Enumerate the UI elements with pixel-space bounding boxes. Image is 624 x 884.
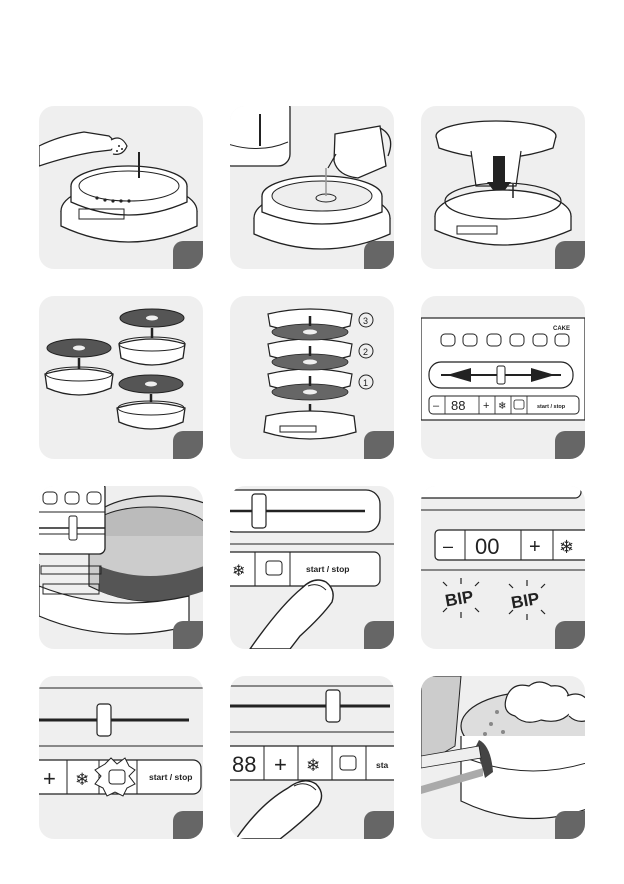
program-slider xyxy=(97,704,111,736)
snowflake-icon: ❄ xyxy=(232,563,245,580)
step-badge xyxy=(173,621,203,649)
tier-label-2: 2 xyxy=(363,347,368,357)
snowflake-icon: ❄ xyxy=(306,756,320,775)
start-stop-label-partial: sta xyxy=(376,760,389,770)
step-badge xyxy=(364,241,394,269)
panel-5-stack-baskets: 3 2 1 xyxy=(230,296,394,459)
panel-7-select-program xyxy=(39,486,203,649)
minus-button-label: – xyxy=(443,536,453,556)
time-display: 00 xyxy=(475,534,499,559)
step-badge xyxy=(173,241,203,269)
panel-3-place-bowl xyxy=(421,106,585,269)
beep-text-2: BIP xyxy=(510,589,541,613)
plus-button-label: + xyxy=(274,752,287,777)
panel-6-control-panel: CAKE – 88 + ❄ start / stop xyxy=(421,296,585,459)
time-display: 88 xyxy=(451,398,465,413)
step-badge xyxy=(555,811,585,839)
snowflake-icon: ❄ xyxy=(75,770,89,789)
program-slider xyxy=(497,366,505,384)
step-badge xyxy=(555,431,585,459)
panel-4-baskets-grids xyxy=(39,296,203,459)
start-stop-label: start / stop xyxy=(306,564,349,574)
panel-2-pour-water xyxy=(230,106,394,269)
program-slider xyxy=(69,516,77,540)
tier-label-3: 3 xyxy=(363,316,368,326)
cake-label: CAKE xyxy=(553,326,570,332)
plus-button-label: + xyxy=(483,400,489,412)
time-display: 88 xyxy=(232,752,256,777)
step-badge xyxy=(173,811,203,839)
minus-button-label: – xyxy=(433,400,440,412)
step-badge xyxy=(364,431,394,459)
beep-text-1: BIP xyxy=(444,587,475,611)
snowflake-icon: ❄ xyxy=(498,401,506,412)
plus-button-label: + xyxy=(43,766,56,791)
snowflake-icon: ❄ xyxy=(559,537,574,557)
plus-button-label: + xyxy=(529,536,541,558)
step-badge xyxy=(364,811,394,839)
panel-1-fill-rice xyxy=(39,106,203,269)
step-badge xyxy=(173,431,203,459)
panel-11-press-snowflake: 88 + ❄ sta xyxy=(230,676,394,839)
panel-8-press-start: ❄ start / stop xyxy=(230,486,394,649)
panel-12-remove-basket xyxy=(421,676,585,839)
program-slider xyxy=(252,494,266,528)
step-badge xyxy=(555,241,585,269)
start-stop-label: start / stop xyxy=(537,404,566,410)
tier-label-1: 1 xyxy=(363,378,368,388)
program-slider xyxy=(326,690,340,722)
step-badge xyxy=(364,621,394,649)
panel-9-beep: – 00 + ❄ BIP BIP xyxy=(421,486,585,649)
start-stop-label: start / stop xyxy=(149,772,192,782)
panel-10-keep-warm: + ❄ start / stop xyxy=(39,676,203,839)
step-badge xyxy=(555,621,585,649)
